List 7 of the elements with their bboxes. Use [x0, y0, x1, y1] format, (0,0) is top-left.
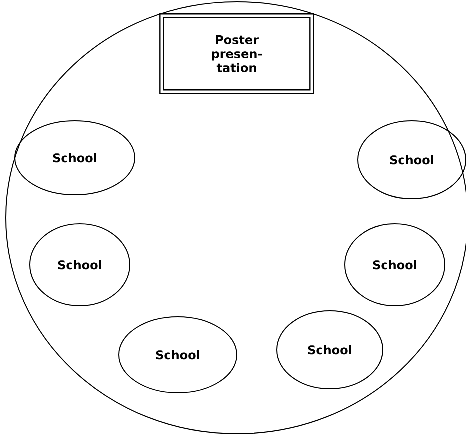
school-oval: School	[344, 224, 446, 306]
poster-box: Poster presen- tation	[160, 14, 314, 94]
school-oval: School	[30, 224, 130, 306]
school-oval: School	[118, 316, 238, 394]
school-oval: School	[14, 120, 136, 196]
circle-boundary	[6, 2, 466, 434]
school-oval: School	[276, 310, 384, 390]
